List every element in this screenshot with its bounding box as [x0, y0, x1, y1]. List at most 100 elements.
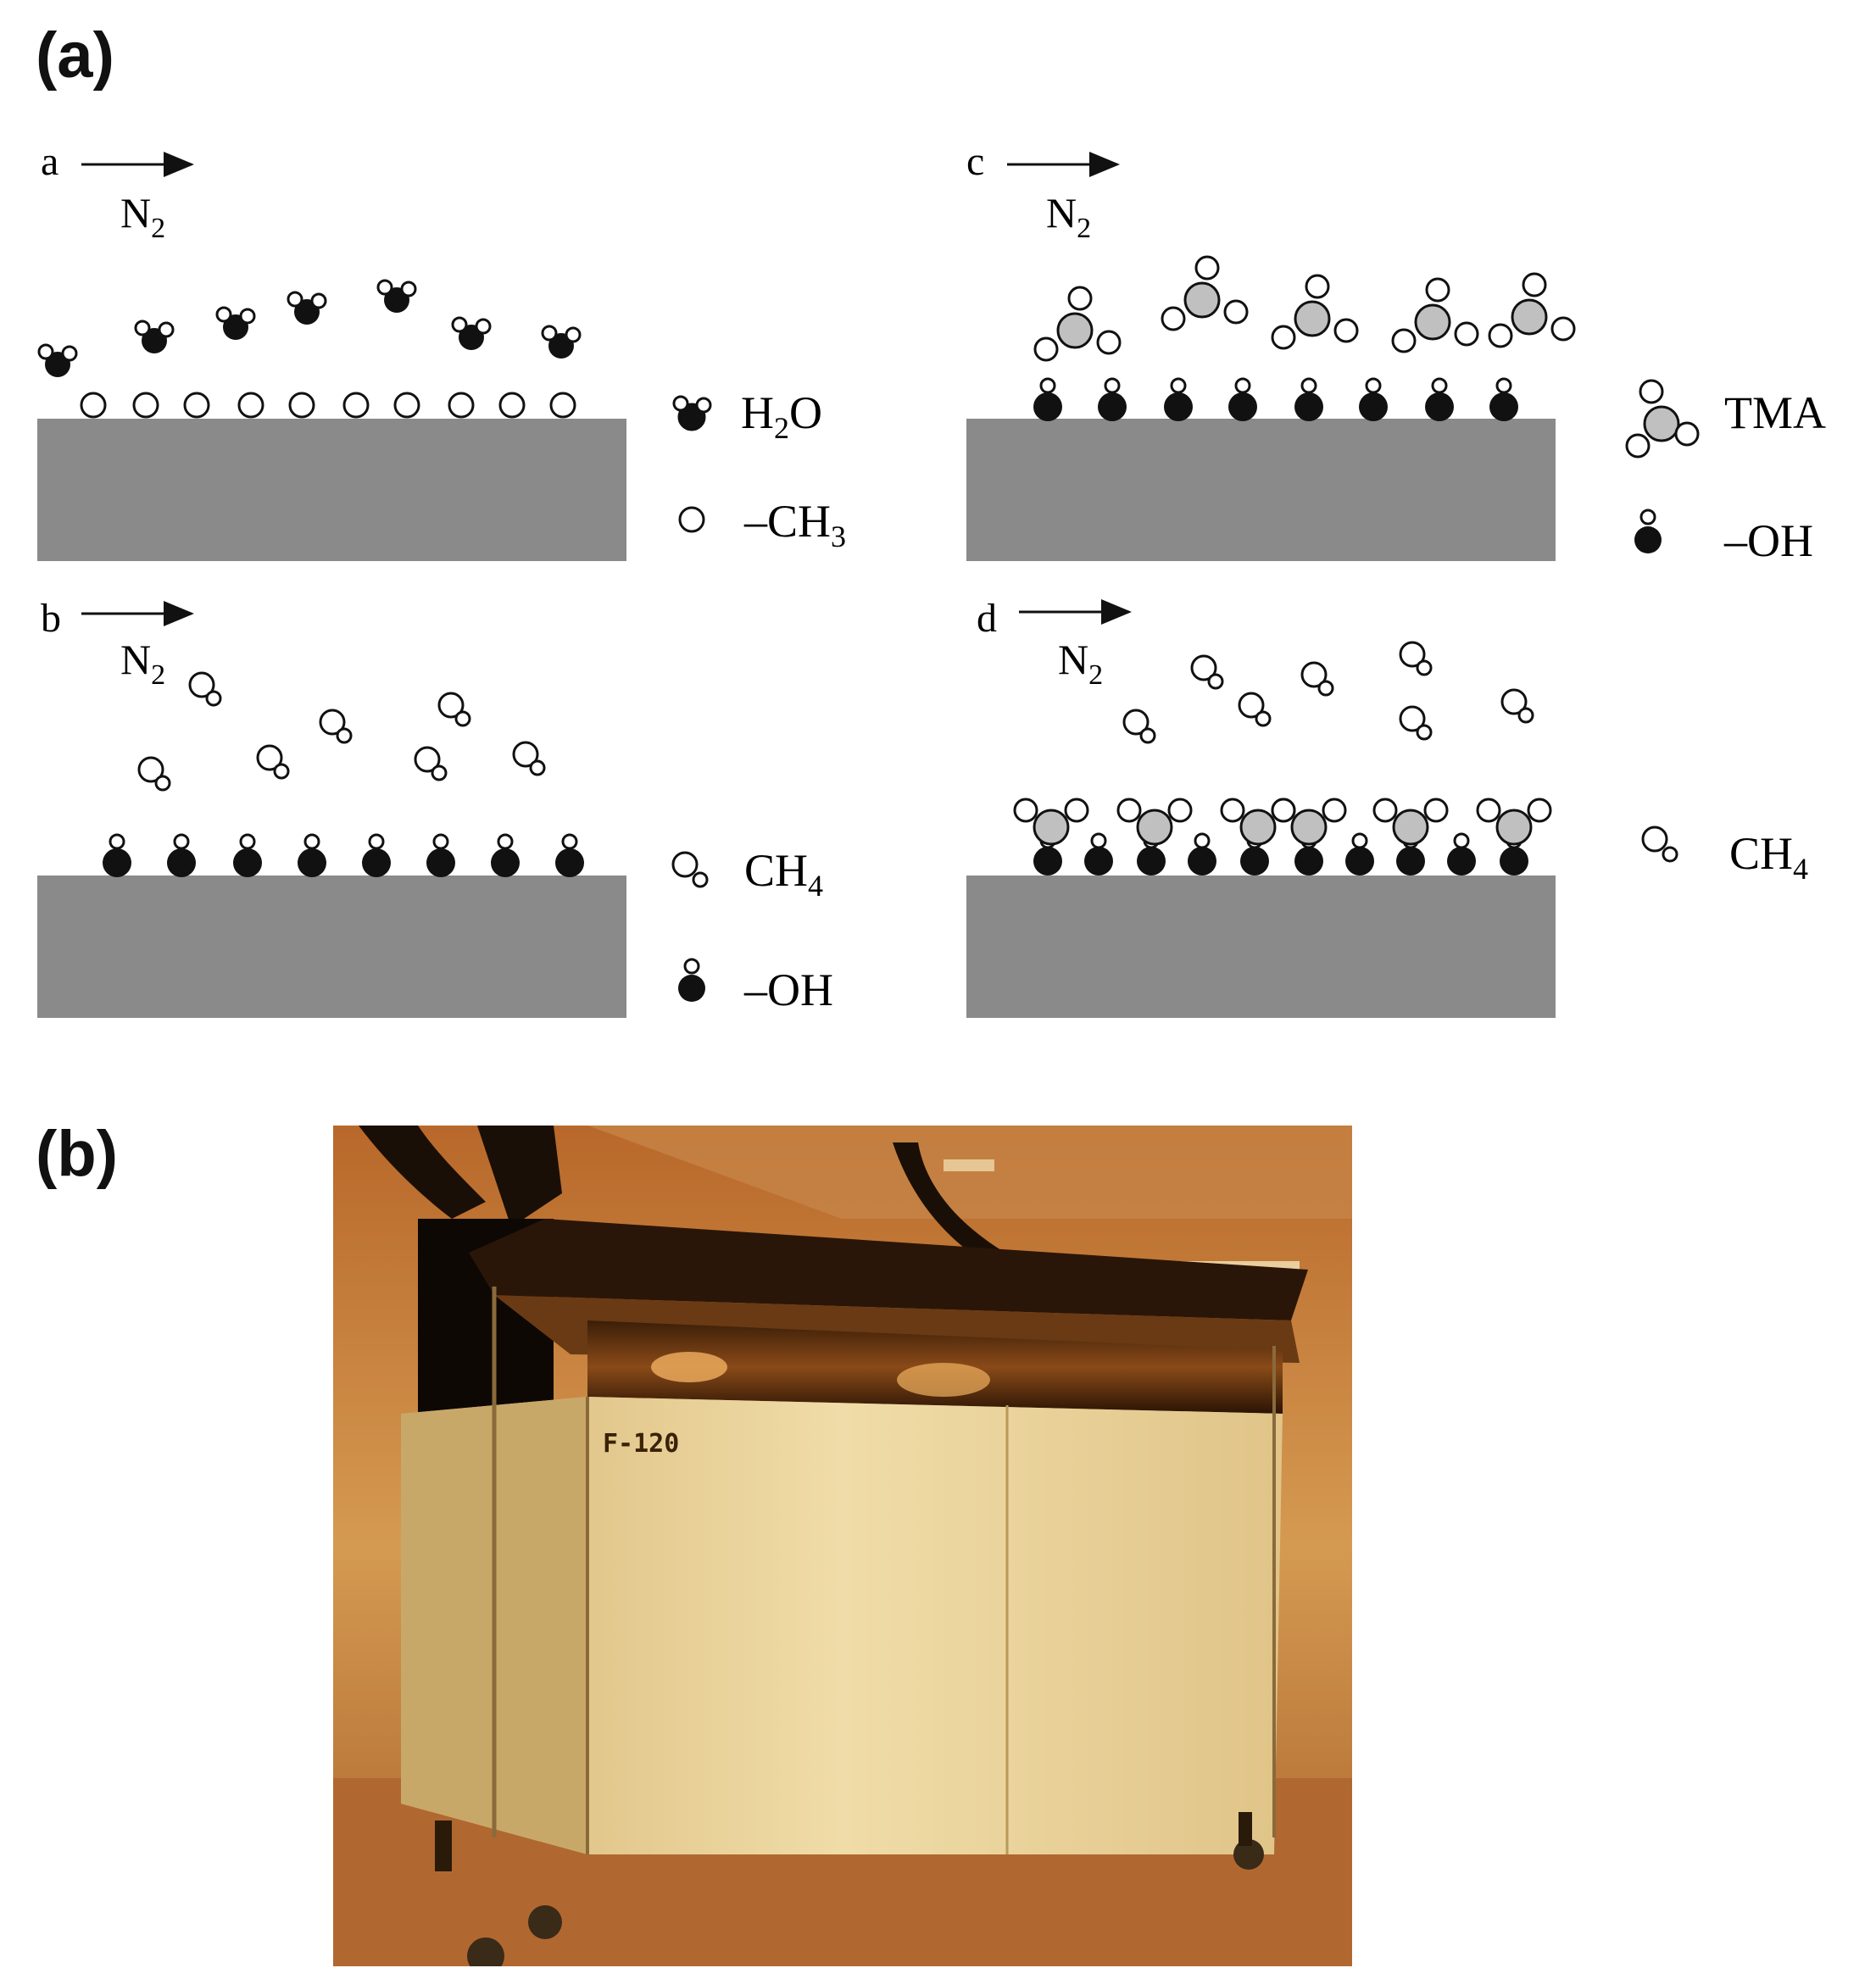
legend-ch3-label: –CH3	[743, 496, 846, 553]
legend-tma-label: TMA	[1724, 387, 1826, 438]
hydroxyl-hydrogen	[173, 833, 190, 850]
hydroxyl-hydrogen	[1234, 377, 1251, 394]
tma-methyl	[1096, 330, 1122, 355]
hydroxyl-oxygen	[1240, 847, 1269, 876]
legend-d: CH4	[1641, 826, 1808, 886]
dmal-methyl	[1220, 798, 1245, 823]
hydroxyl-oxygen	[1359, 392, 1388, 421]
n2-label-b: N2	[120, 636, 165, 691]
hydroxyl-hydrogen	[561, 833, 578, 850]
hydroxyl-oxygen	[1425, 392, 1454, 421]
hydroxyl-oxygen	[426, 848, 455, 877]
methyl-group	[80, 392, 107, 419]
hydroxyl-group-icon	[1634, 509, 1662, 553]
dmal-methyl	[1064, 798, 1089, 823]
tma-methyl	[1333, 318, 1359, 343]
subpanel-b-header: b N2	[41, 596, 194, 691]
methane-carbon	[1190, 654, 1217, 681]
methane-hydrogen	[205, 690, 222, 707]
subpanel-a-letter: a	[41, 139, 58, 184]
hydroxyl-oxygen	[103, 848, 131, 877]
dmal-methyl	[1372, 798, 1398, 823]
legend-b: CH4 –OH	[671, 845, 833, 1015]
hydroxyl-oxygen	[362, 848, 391, 877]
panel-a-label: (a)	[36, 19, 114, 92]
methane-hydrogen	[154, 775, 171, 792]
legend-h2o-label: H2O	[741, 387, 822, 445]
methane-molecule-icon	[671, 851, 709, 888]
methyl-group	[342, 392, 370, 419]
tma-methyl	[1425, 277, 1450, 303]
tma-methyl	[1067, 286, 1093, 311]
dmal-methyl	[1322, 798, 1347, 823]
dmal-methyl	[1527, 798, 1552, 823]
methane-hydrogen	[454, 710, 471, 727]
hydroxyl-oxygen	[1294, 847, 1323, 876]
water-molecule-hydrogen	[134, 320, 151, 336]
methyl-group	[132, 392, 159, 419]
legend-ch4-label-b: CH4	[744, 845, 823, 903]
methyl-group-icon	[678, 506, 705, 533]
methane-carbon	[137, 756, 164, 783]
water-molecule-hydrogen	[37, 343, 54, 360]
hydroxyl-oxygen	[1033, 847, 1062, 876]
tma-methyl	[1194, 255, 1220, 281]
methyl-group	[549, 392, 576, 419]
methane-carbon	[512, 741, 539, 768]
tma-methyl	[1550, 316, 1576, 342]
hydroxyl-oxygen	[1294, 392, 1323, 421]
hydroxyl-hydrogen	[432, 833, 449, 850]
dmal-aluminum	[1290, 809, 1328, 846]
hydroxyl-oxygen	[1228, 392, 1257, 421]
hydroxyl-oxygen	[1489, 392, 1518, 421]
methane-hydrogen	[529, 759, 546, 776]
dmal-aluminum	[1239, 809, 1277, 846]
n2-label-c: N2	[1046, 189, 1091, 244]
tma-methyl	[1223, 299, 1249, 325]
water-molecule-hydrogen	[565, 326, 582, 343]
hydroxyl-hydrogen	[1431, 377, 1448, 394]
hydroxyl-hydrogen	[497, 833, 514, 850]
methane-carbon	[1399, 705, 1426, 732]
legend-oh-label-b: –OH	[743, 964, 833, 1015]
methyl-group	[237, 392, 264, 419]
ald-reactor-photo: F-120	[333, 1126, 1352, 1966]
tma-methyl	[1033, 336, 1059, 362]
methyl-group	[183, 392, 210, 419]
methane-hydrogen	[1255, 710, 1272, 727]
dmal-methyl	[1423, 798, 1449, 823]
dmal-aluminum	[1392, 809, 1429, 846]
substrate-a	[37, 419, 626, 561]
methane-carbon	[1300, 661, 1328, 688]
legend-ch4-label-d: CH4	[1729, 828, 1808, 886]
hydroxyl-hydrogen	[1104, 377, 1121, 394]
tma-methyl	[1454, 321, 1479, 347]
dmal-methyl	[1476, 798, 1501, 823]
legend-c: TMA –OH	[1625, 379, 1826, 566]
tma-methyl	[1522, 272, 1547, 297]
methane-hydrogen	[1416, 724, 1433, 741]
water-molecule-hydrogen	[310, 292, 327, 309]
methane-carbon	[256, 744, 283, 771]
n2-label-a: N2	[120, 189, 165, 244]
substrate-d	[966, 876, 1556, 1018]
dmal-aluminum	[1033, 809, 1070, 846]
subpanel-b-letter: b	[41, 596, 61, 641]
methyl-group	[288, 392, 315, 419]
methane-hydrogen	[431, 764, 448, 781]
reactor-illustration	[333, 1126, 1352, 1966]
hydroxyl-hydrogen	[1194, 832, 1211, 849]
machine-model-label: F-120	[603, 1429, 680, 1459]
hydroxyl-hydrogen	[239, 833, 256, 850]
water-molecule-hydrogen	[475, 318, 492, 335]
methane-carbon	[1122, 709, 1150, 736]
hydroxyl-hydrogen	[368, 833, 385, 850]
hydroxyl-oxygen	[555, 848, 584, 877]
tma-methyl	[1271, 325, 1296, 350]
ald-mechanism-diagram: a N2 b N2 c N2 d N2 H2O –CH3 CH4	[37, 139, 1826, 1018]
panel-b-label: (b)	[36, 1118, 119, 1190]
methane-carbon	[319, 709, 346, 736]
legend-a: H2O –CH3	[672, 387, 846, 553]
substrate-c	[966, 419, 1556, 561]
hydroxyl-oxygen	[1084, 847, 1113, 876]
